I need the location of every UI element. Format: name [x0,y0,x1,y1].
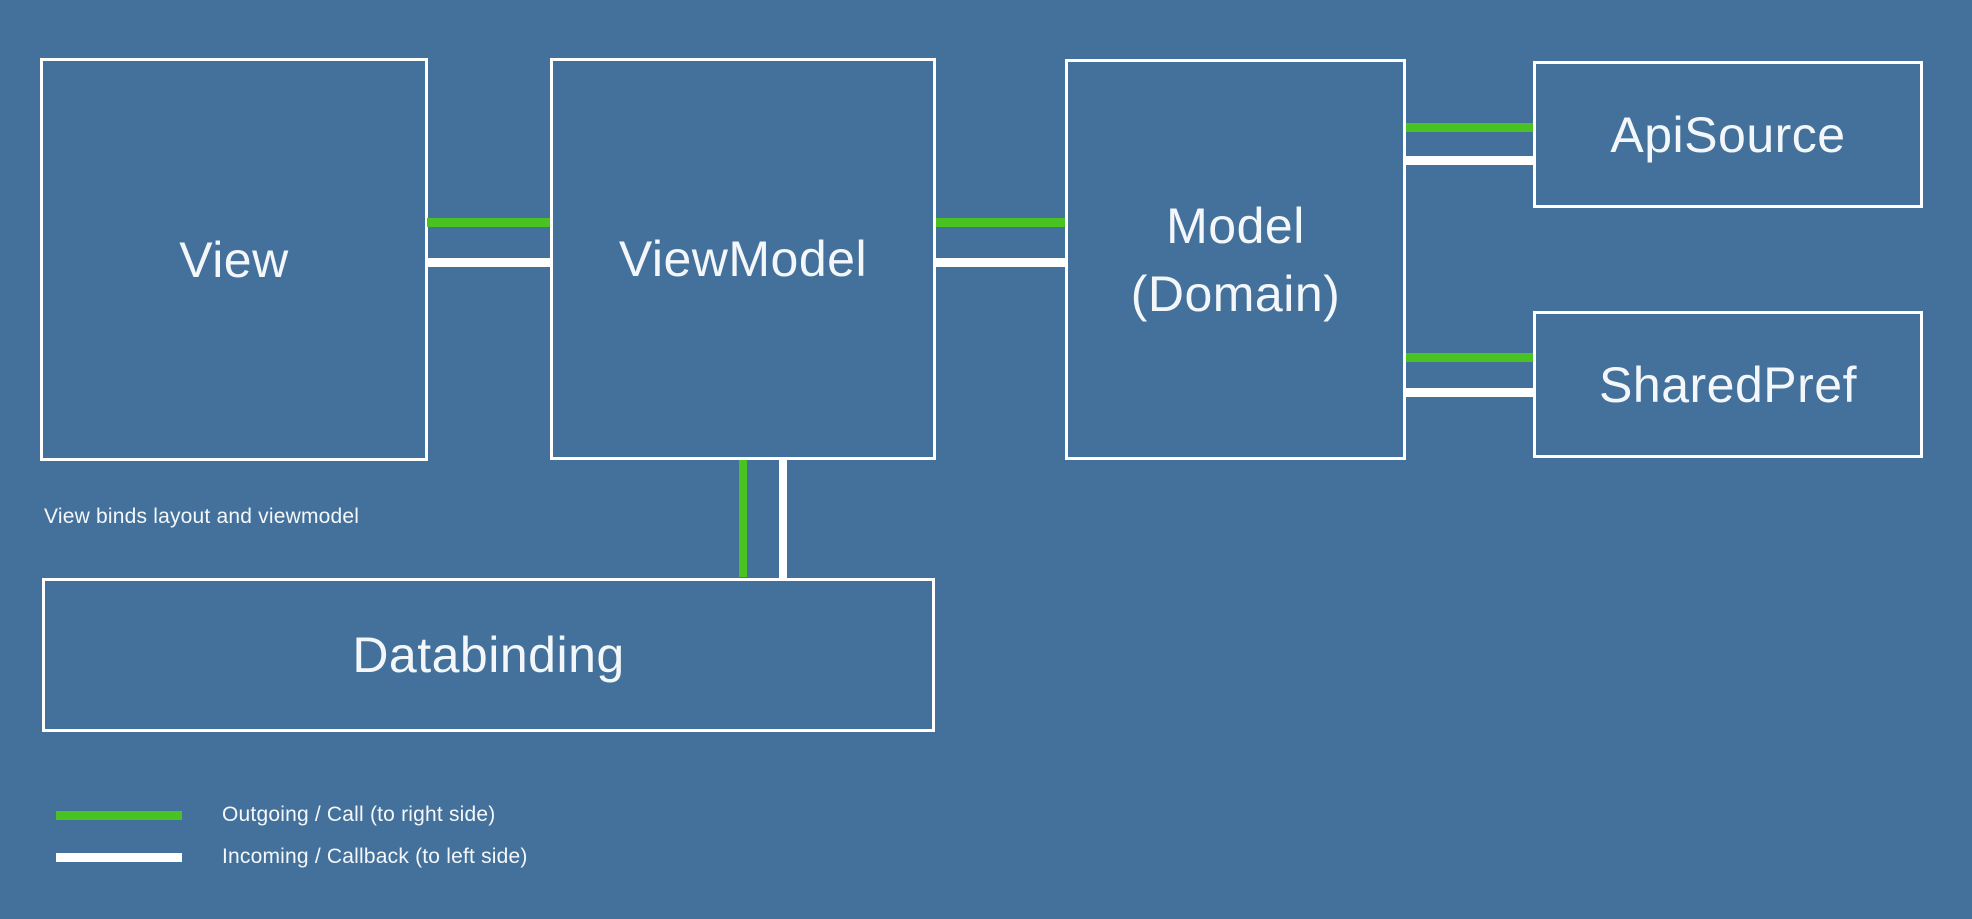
caption-view-binds: View binds layout and viewmodel [44,505,360,528]
node-sharedpref: SharedPref [1533,311,1923,458]
legend-row-outgoing: Outgoing / Call (to right side) [56,803,496,826]
node-view: View [40,58,428,461]
edge-viewmodel-model-incoming [936,258,1065,267]
edge-model-sharedpref-incoming [1406,388,1533,397]
legend-label-incoming: Incoming / Callback (to left side) [222,845,528,868]
node-model-label-line1: Model [1166,197,1305,254]
edge-view-viewmodel-outgoing [427,218,550,227]
edge-viewmodel-databinding-outgoing [739,460,747,577]
node-databinding: Databinding [42,578,935,732]
node-apisource: ApiSource [1533,61,1923,208]
legend-swatch-outgoing-green [56,810,182,820]
node-model-label-line2: (Domain) [1130,265,1341,322]
node-sharedpref-label: SharedPref [1599,356,1857,413]
edge-model-apisource-incoming [1406,156,1533,165]
edge-viewmodel-model-outgoing [936,218,1065,227]
legend-row-incoming: Incoming / Callback (to left side) [56,845,528,868]
legend-swatch-incoming-white [56,852,182,862]
node-viewmodel-label: ViewModel [618,231,868,287]
edge-model-sharedpref-outgoing [1406,353,1533,362]
node-databinding-label: Databinding [352,627,625,683]
node-viewmodel: ViewModel [550,58,936,460]
node-model: Model (Domain) [1065,59,1406,460]
node-view-label: View [179,231,289,288]
edge-view-viewmodel-incoming [427,258,553,267]
edge-viewmodel-databinding-incoming [779,460,787,581]
node-apisource-label: ApiSource [1610,106,1846,163]
legend-label-outgoing: Outgoing / Call (to right side) [222,803,496,826]
edge-model-apisource-outgoing [1406,123,1533,132]
